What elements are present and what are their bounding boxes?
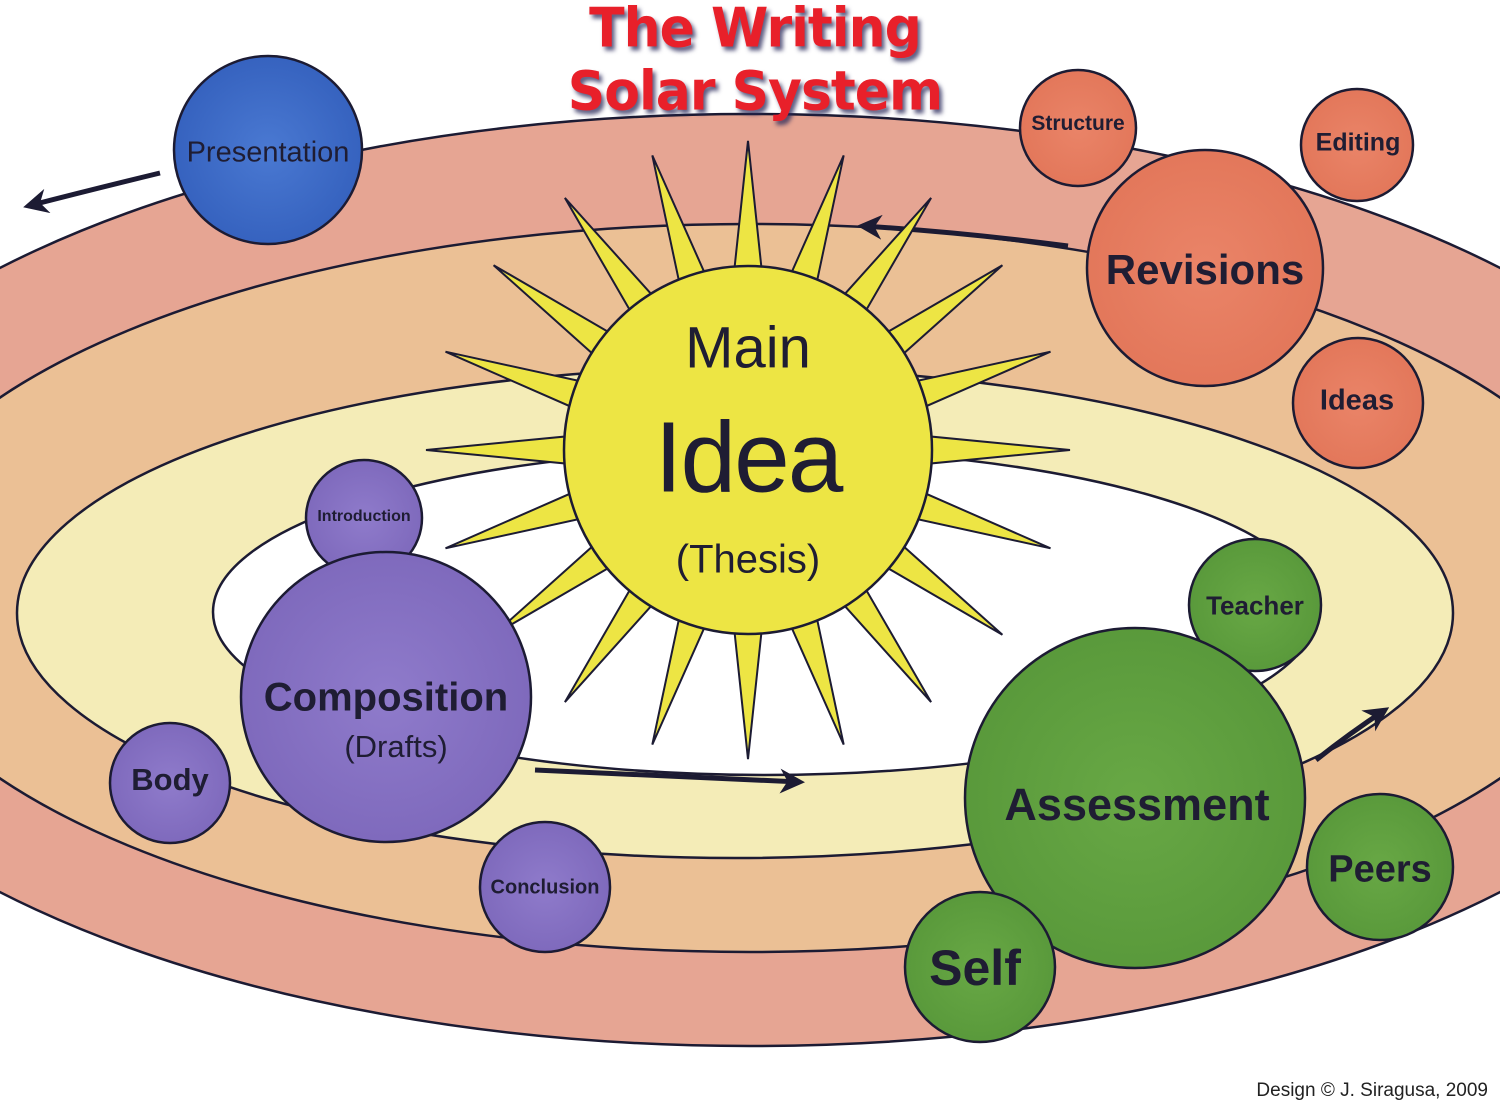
sun-label-thesis: (Thesis) [675,537,821,582]
assessment-label: Assessment [1004,779,1270,830]
planet-composition [239,550,533,844]
peers-label: Peers [1328,848,1432,891]
design-credit: Design © J. Siragusa, 2009 [1256,1080,1488,1101]
editing-label: Editing [1315,128,1401,157]
conclusion-label: Conclusion [490,876,600,899]
drafts-label: (Drafts) [344,729,448,764]
moon-structure [1018,68,1138,188]
arrow-icon [1314,707,1390,762]
ideas-label: Ideas [1319,384,1395,417]
moon-editing [1299,87,1415,203]
arrow-icon [857,214,1069,249]
planet-revisions [1085,148,1325,388]
structure-label: Structure [1031,112,1125,135]
title-line-1: The Writing [589,0,922,60]
title-line-2: Solar System [567,60,943,123]
introduction-label: Introduction [317,508,411,525]
presentation-label: Presentation [186,136,350,169]
moon-conclusion [478,820,612,954]
sun-label-main: Main [685,315,811,381]
sun-icon [425,140,1071,760]
diagram-title: The Writing Solar System [540,0,970,123]
arrow-icon [23,170,161,214]
self-label: Self [929,940,1021,996]
moon-teacher [1187,537,1323,673]
moon-peers [1305,792,1455,942]
arrow-icon [534,767,805,794]
sun-label-idea: Idea [654,401,844,514]
moon-self [903,890,1057,1044]
moon-body [108,721,232,845]
orbit-arrows [23,170,1390,794]
planet-assessment [963,626,1307,970]
revisions-label: Revisions [1105,246,1305,293]
composition-label: Composition [263,675,509,720]
body-label: Body [131,762,209,797]
moon-ideas [1291,336,1425,470]
teacher-label: Teacher [1206,590,1304,621]
planet-presentation [172,54,364,246]
